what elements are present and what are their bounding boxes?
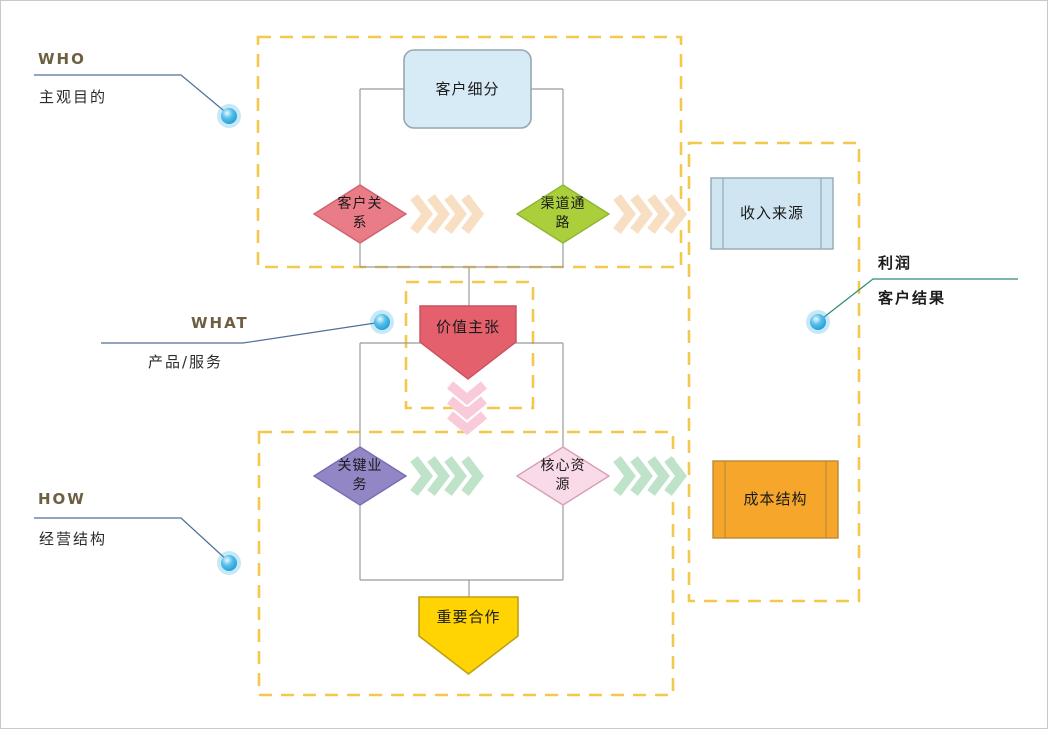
node-channels[interactable]: 渠道通 路 xyxy=(540,196,586,231)
channels-shape xyxy=(515,184,611,244)
chevron-arrows-right-bottom-right xyxy=(613,456,687,496)
node-key-activities[interactable]: 关键业 务 xyxy=(337,458,383,493)
who-callout-line xyxy=(34,74,230,116)
what-callout-sub: 产品/服务 xyxy=(148,353,224,371)
chevron-arrows-down-pink xyxy=(446,381,488,436)
customer-relations-shape xyxy=(312,184,408,244)
profit-callout-label: 利润 xyxy=(878,254,913,272)
node-customer-segment[interactable]: 客户细分 xyxy=(435,79,500,98)
what-callout-line xyxy=(101,321,383,344)
chevron-arrows-right-top-right xyxy=(613,194,687,234)
dashed-region-profit xyxy=(687,141,861,603)
customer-segment-shape xyxy=(403,49,532,129)
node-revenue-streams[interactable]: 收入来源 xyxy=(739,204,804,223)
how-callout-label: HOW xyxy=(38,490,86,508)
how-callout-sub: 经营结构 xyxy=(39,530,108,548)
core-resources-shape xyxy=(515,446,611,506)
cost-structure-shape xyxy=(712,460,839,539)
key-activities-shape xyxy=(312,446,408,506)
value-proposition-shape xyxy=(419,305,517,380)
node-customer-relations[interactable]: 客户关 系 xyxy=(337,196,383,231)
node-cost-structure[interactable]: 成本结构 xyxy=(743,490,808,509)
profit-callout-line xyxy=(818,278,1018,322)
who-anchor-dot xyxy=(217,104,241,128)
chevron-arrows-right-top-left xyxy=(410,194,484,234)
chevron-arrows-right-bottom-left xyxy=(410,456,484,496)
what-anchor-dot xyxy=(370,310,394,334)
how-anchor-dot xyxy=(217,551,241,575)
node-value-proposition[interactable]: 价值主张 xyxy=(435,317,500,336)
key-partners-shape xyxy=(418,596,519,676)
who-callout-sub: 主观目的 xyxy=(39,88,108,106)
who-callout-label: WHO xyxy=(38,50,86,68)
what-callout-label: WHAT xyxy=(191,314,249,332)
node-core-resources[interactable]: 核心资 源 xyxy=(540,458,586,493)
revenue-streams-shape xyxy=(710,177,834,250)
how-callout-line xyxy=(34,517,230,563)
node-key-partners[interactable]: 重要合作 xyxy=(436,607,501,626)
profit-anchor-dot xyxy=(806,310,830,334)
profit-callout-sub: 客户结果 xyxy=(878,289,947,307)
